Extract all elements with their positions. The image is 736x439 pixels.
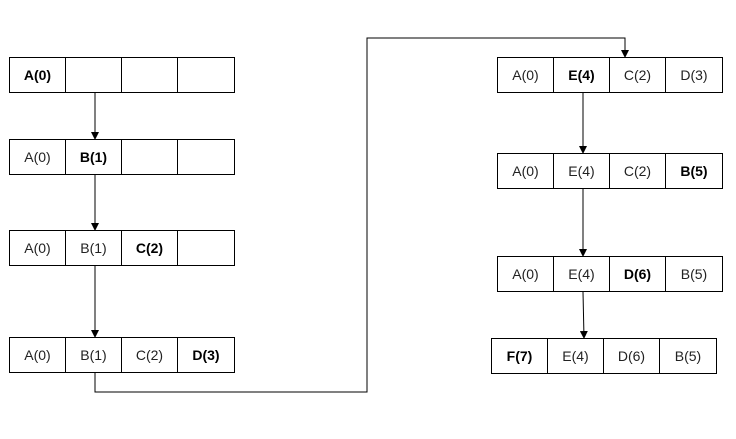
array-cell: B(1) [66, 140, 122, 174]
array-cell: A(0) [10, 58, 66, 92]
array-cell: E(4) [554, 58, 610, 92]
array-cell: A(0) [10, 231, 66, 265]
array-cell: C(2) [122, 338, 178, 372]
array-cell: C(2) [610, 154, 666, 188]
array-cell: B(5) [680, 266, 708, 282]
array-cell: A(0) [498, 154, 554, 188]
arrow-l4-to-r1 [94, 37, 629, 393]
arrow-r3-to-r4 [579, 291, 588, 339]
array-cell: C(2) [610, 58, 666, 92]
array-cell: E(4) [554, 154, 610, 188]
array-row-l3: A(0) B(1) C(2) [9, 230, 235, 266]
array-cell [66, 58, 122, 92]
array-cell: E(4) [548, 339, 604, 373]
array-row-l4: A(0) B(1) C(2) D(3) [9, 337, 235, 373]
array-row-l2: A(0) B(1) [9, 139, 235, 175]
array-cell: A(0) [10, 140, 66, 174]
array-row-r3: A(0) E(4) D(6) B(5) [497, 256, 723, 292]
array-cell: C(2) [122, 231, 178, 265]
array-cell [122, 58, 178, 92]
array-cell: A(0) [498, 58, 554, 92]
array-row-r1: A(0) E(4) C(2) D(3) [497, 57, 723, 93]
array-row-l1: A(0) [9, 57, 235, 93]
array-cell: D(3) [192, 347, 220, 363]
array-cell: D(6) [604, 339, 660, 373]
array-cell: B(1) [66, 338, 122, 372]
array-cell: B(1) [66, 231, 122, 265]
array-cell: A(0) [10, 338, 66, 372]
array-cell [178, 58, 234, 92]
array-row-r4: F(7) E(4) D(6) B(5) [491, 338, 717, 374]
array-cell: A(0) [498, 257, 554, 291]
array-cell [122, 140, 178, 174]
array-cell [178, 231, 234, 265]
array-cell: D(3) [680, 67, 708, 83]
array-cell: D(6) [610, 257, 666, 291]
array-cell: B(5) [674, 348, 702, 364]
array-cell: E(4) [554, 257, 610, 291]
array-cell: F(7) [492, 339, 548, 373]
array-row-r2: A(0) E(4) C(2) B(5) [497, 153, 723, 189]
array-cell: B(5) [680, 163, 708, 179]
array-cell [178, 140, 234, 174]
